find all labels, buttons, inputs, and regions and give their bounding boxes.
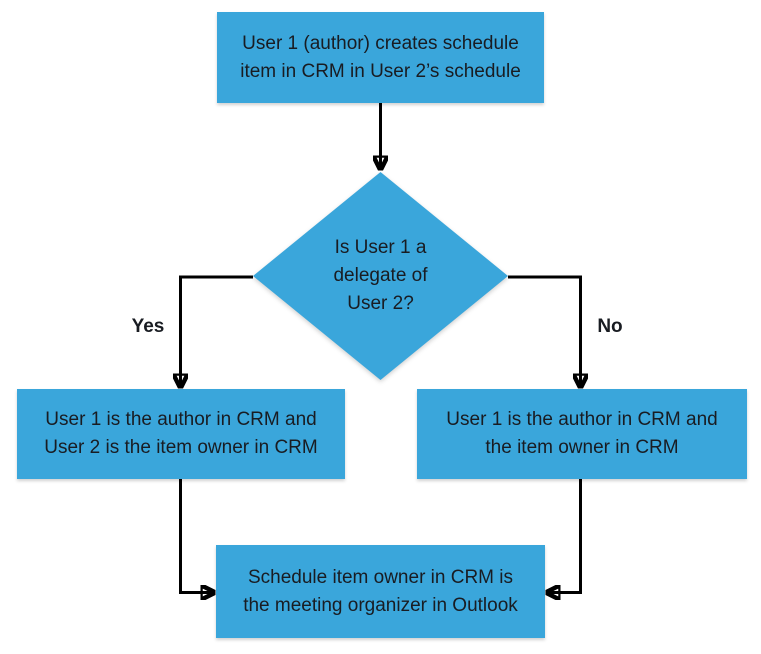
node-decision: Is User 1 a delegate of User 2? (253, 172, 508, 380)
node-delegate-yes-label: User 1 is the author in CRM and User 2 i… (44, 409, 318, 458)
node-delegate-no: User 1 is the author in CRM and the item… (417, 389, 747, 479)
arrow-yes-branch-to-end (179, 479, 212, 593)
node-decision-label: Is User 1 a delegate of User 2? (333, 237, 428, 314)
node-end: Schedule item owner in CRM is the meetin… (216, 545, 545, 638)
node-end-label: Schedule item owner in CRM is the meetin… (243, 566, 518, 616)
node-start: User 1 (author) creates schedule item in… (217, 12, 544, 103)
arrow-no-branch-to-end (550, 479, 582, 593)
node-start-label: User 1 (author) creates schedule item in… (240, 32, 521, 82)
edge-label-yes: Yes (131, 316, 165, 337)
arrow-decision-to-no-branch (508, 275, 581, 384)
node-delegate-yes: User 1 is the author in CRM and User 2 i… (17, 389, 345, 479)
arrow-decision-to-yes-branch (181, 275, 253, 384)
edge-label-no: No (597, 316, 623, 337)
node-delegate-no-label: User 1 is the author in CRM and the item… (446, 409, 718, 458)
